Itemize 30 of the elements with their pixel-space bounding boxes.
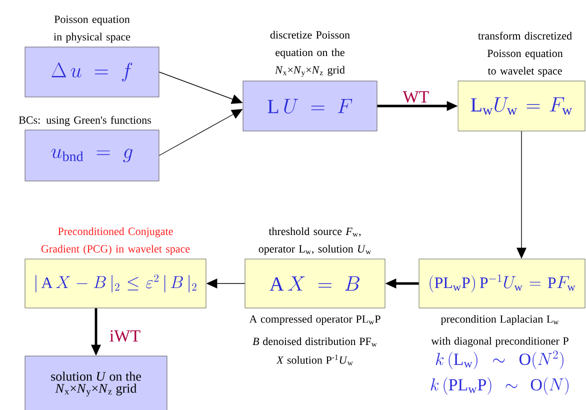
edge-label: iWT: [110, 330, 140, 342]
arrow: [158, 72, 243, 104]
arrow: [206, 278, 246, 288]
process-box: $|\,\mathrm{A}\,X - B\,|_{2} \le \varepsilon^{2}\,|\,B\,|_{2}$: [24, 258, 206, 308]
heading: BCs: using Green's functions: [18, 116, 151, 126]
process-box: $\mathrm{L}_{\mathrm{w}} U_{\mathrm{w}} = F_{\mathrm{w}}$: [458, 80, 586, 132]
heading: transform discretized Poisson equation to wavelet space: [478, 32, 572, 77]
heading: discretize Poisson equation on the N$_{x}$×N$_{y}$×N$_{z}$ grid: [270, 30, 350, 77]
edge-label: WT: [402, 91, 429, 103]
note: B denoised distribution PF$_{w}$: [252, 337, 377, 347]
process-box: $\Delta\, u = f$: [24, 46, 160, 98]
process-box: $\mathrm{L}\, U = F$: [242, 80, 378, 132]
note: X solution P$^{-1}$U$_{w}$: [276, 354, 353, 366]
note: precondition Laplacian L$_{w}$: [440, 315, 559, 325]
heading: Poisson equation in physical space: [54, 16, 130, 43]
arrow: [158, 109, 243, 156]
arrow: [385, 278, 419, 288]
arrow: [377, 101, 458, 111]
arrow: [516, 130, 526, 259]
note: A compressed operator PL$_{w}$P: [249, 315, 380, 325]
arrow: [91, 308, 101, 356]
note: with diagonal preconditioner P: [431, 337, 568, 347]
formula: $k\,(\mathrm{L}_{\mathrm{w}}) \sim \mathrm{O}(N^{2})$: [436, 350, 564, 370]
heading: threshold source F$_{w}$, operator L$_{w}$, solution U$_{w}$: [258, 227, 372, 255]
process-box: solution U on the N$_{x}$×N$_{y}$×N$_{z}$ grid: [24, 356, 168, 410]
process-box: $u_{\mathrm{bnd}} = g$: [24, 130, 160, 182]
heading: Preconditioned Conjugate Gradient (PCG) in wavelet space: [41, 227, 190, 255]
formula: $k\,(\mathrm{PL}_{\mathrm{w}}\mathrm{P}) \sim \mathrm{O}(N)$: [430, 377, 568, 395]
process-box: $\mathrm{A}\, X = B$: [244, 258, 386, 308]
process-box: $(\mathrm{PL}_{\mathrm{w}}\mathrm{P})\, \mathrm{P}^{-1}U_{\mathrm{w}} = \mathrm{P}F_{\mathrm{w}}$: [418, 258, 586, 308]
